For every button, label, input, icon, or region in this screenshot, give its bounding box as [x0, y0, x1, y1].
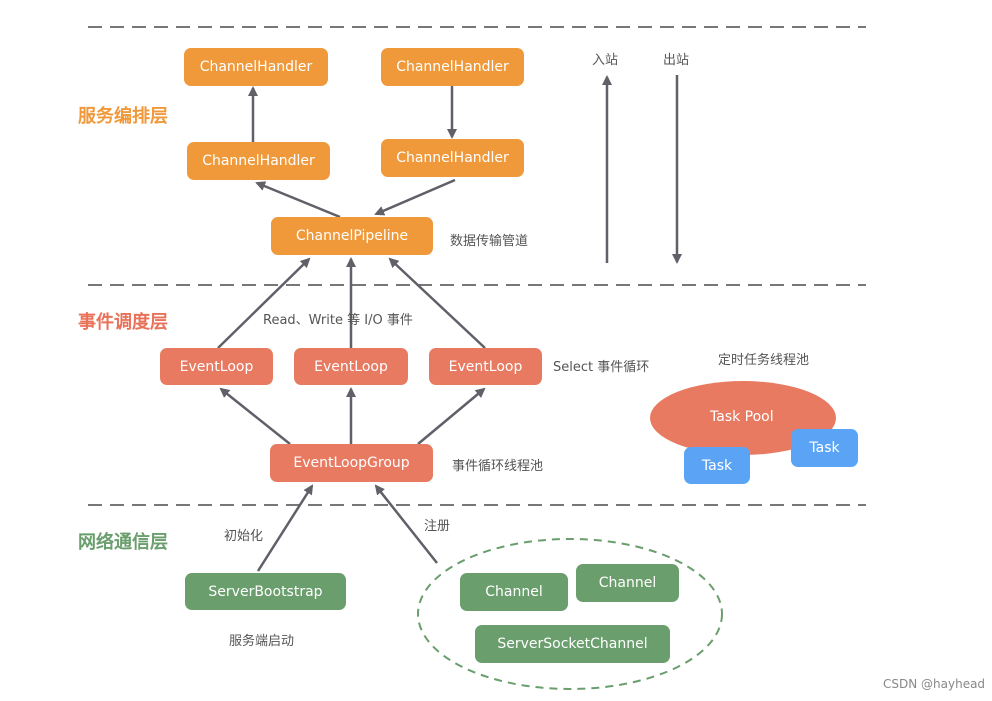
group-note: 事件循环线程池 [452, 459, 544, 474]
event-loop-group-box: EventLoopGroup [270, 444, 433, 482]
layer-title-event: 事件调度层 [78, 312, 168, 333]
arrow [255, 181, 341, 219]
task-box: Task [791, 429, 858, 467]
inbound-label: 入站 [592, 53, 619, 68]
task-pool-label: Task Pool [710, 409, 774, 425]
channel-handler-box: ChannelHandler [187, 142, 330, 180]
channel-handler-box: ChannelHandler [381, 139, 524, 177]
io-events-note: Read、Write 等 I/O 事件 [263, 313, 413, 328]
arrow [417, 387, 486, 445]
server-socket-channel-box: ServerSocketChannel [475, 625, 670, 663]
channel-pipeline-box: ChannelPipeline [271, 217, 433, 255]
task-box: Task [684, 447, 750, 484]
arrow [256, 484, 314, 572]
channel-handler-box: ChannelHandler [381, 48, 524, 86]
arrow [374, 178, 456, 216]
event-loop-box: EventLoop [294, 348, 408, 385]
watermark: CSDN @hayhead [883, 677, 986, 691]
arrow [388, 257, 486, 349]
server-bootstrap-box: ServerBootstrap [185, 573, 346, 610]
event-loop-box: EventLoop [160, 348, 273, 385]
select-loop-note: Select 事件循环 [553, 360, 650, 375]
arrow [217, 257, 311, 349]
arrow [219, 387, 291, 445]
outbound-label: 出站 [663, 53, 690, 68]
bootstrap-note: 服务端启动 [229, 634, 295, 649]
channel-group-ellipse [417, 538, 723, 690]
register-note: 注册 [424, 519, 451, 534]
task-pool-ellipse [650, 381, 836, 455]
channel-box: Channel [460, 573, 568, 611]
arrow [374, 484, 438, 564]
layer-title-service: 服务编排层 [78, 106, 168, 127]
pipeline-note: 数据传输管道 [450, 234, 529, 249]
event-loop-box: EventLoop [429, 348, 542, 385]
timer-pool-note: 定时任务线程池 [718, 353, 810, 368]
channel-box: Channel [576, 564, 679, 602]
init-note: 初始化 [224, 529, 264, 544]
channel-handler-box: ChannelHandler [184, 48, 328, 86]
layer-title-network: 网络通信层 [78, 532, 168, 553]
